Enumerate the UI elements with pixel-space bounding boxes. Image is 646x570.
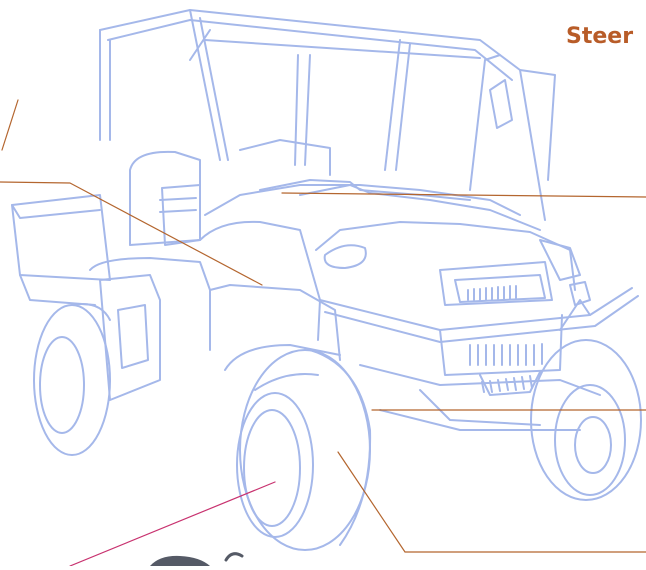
- leader-line-tire: [338, 452, 646, 552]
- utv-outline: [12, 10, 641, 550]
- partial-bottom-icon: [150, 554, 242, 566]
- leader-line-wheel: [70, 482, 275, 566]
- leader-line-roof-left: [2, 100, 18, 150]
- callout-steering-label: Steer: [566, 24, 633, 49]
